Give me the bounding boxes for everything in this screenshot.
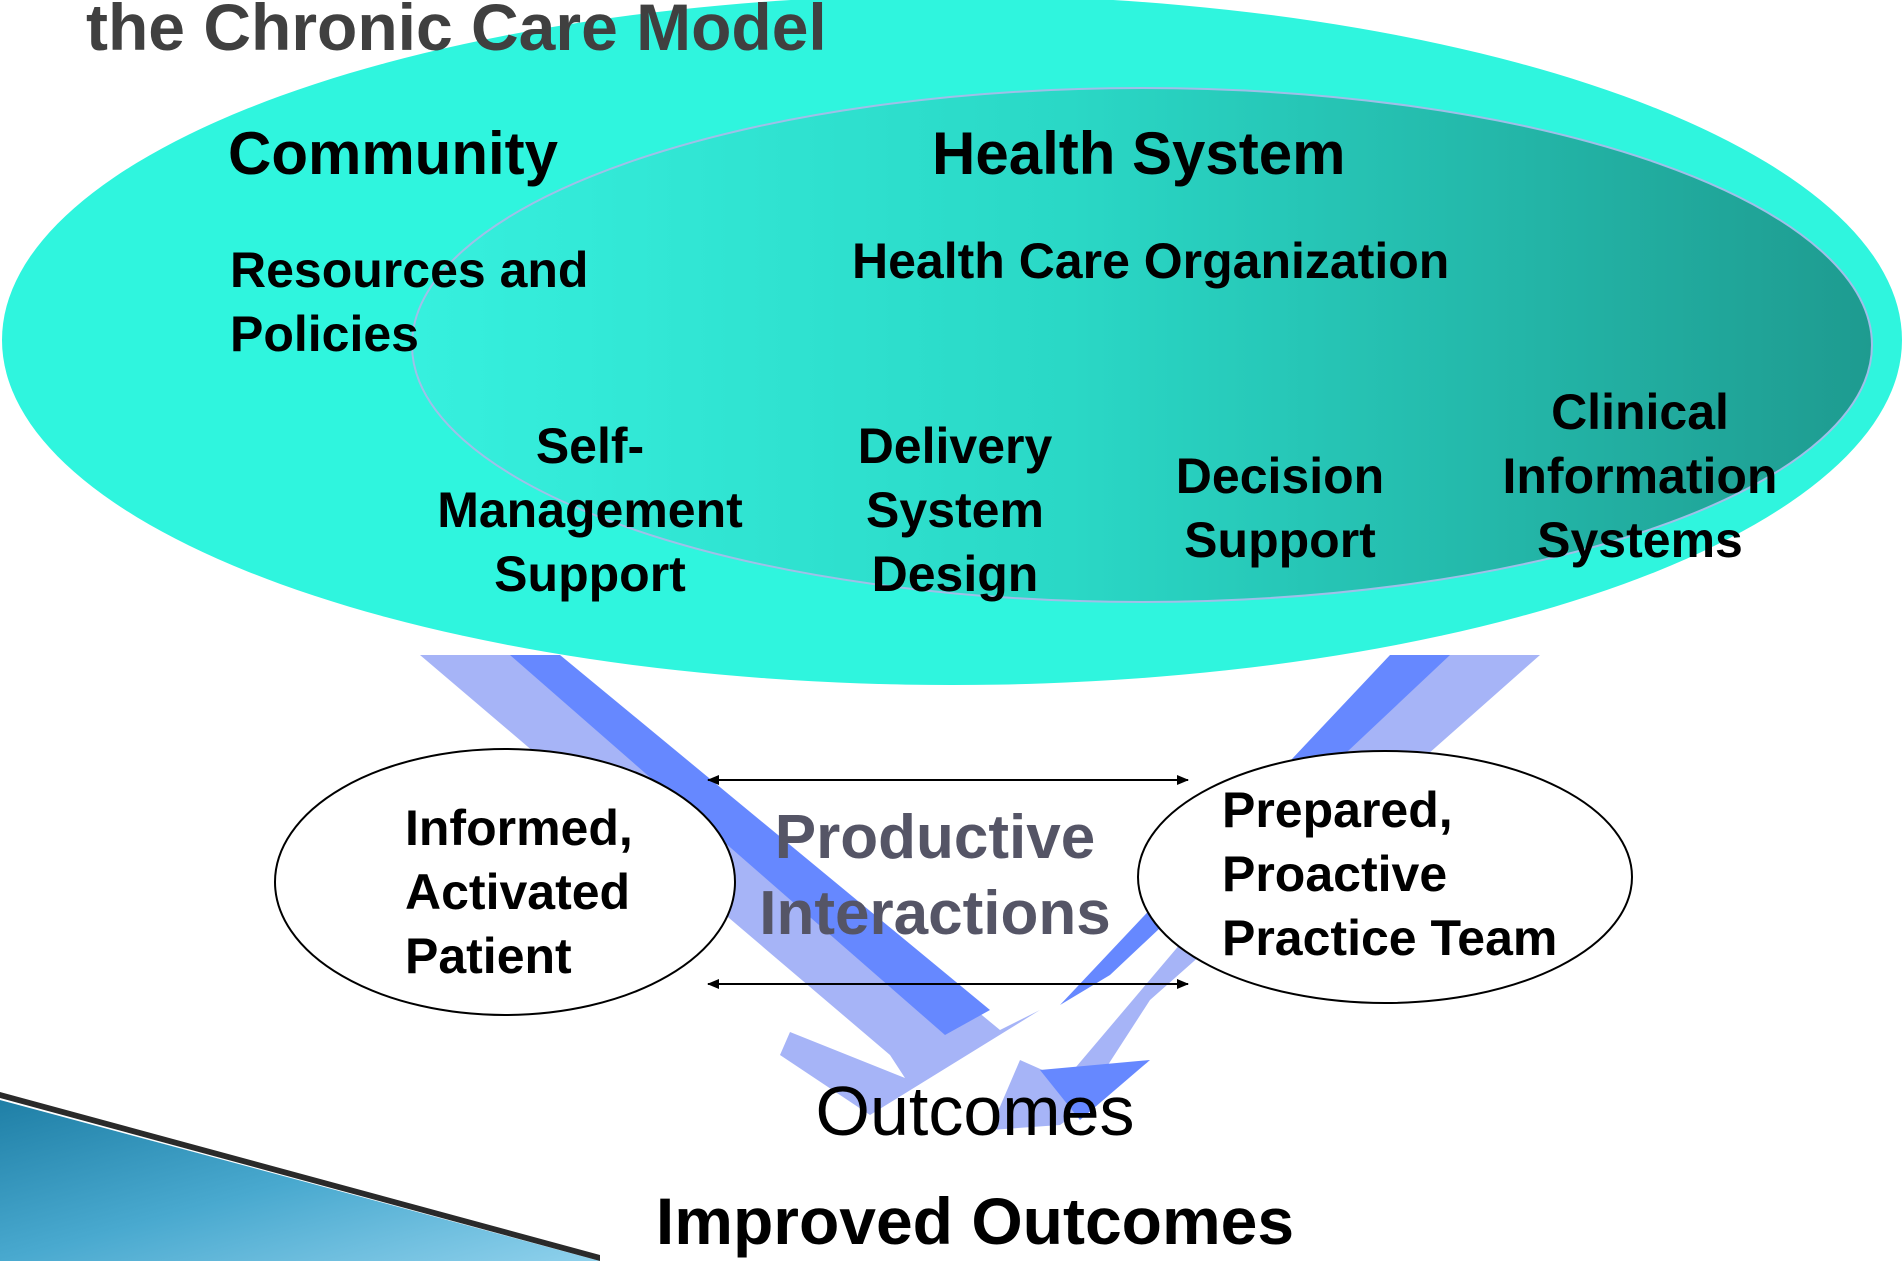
- improved-outcomes-label: Improved Outcomes: [655, 1184, 1295, 1258]
- decision-support-label: Decision Support: [1175, 448, 1385, 568]
- outcomes-label: Outcomes: [815, 1072, 1135, 1150]
- decorative-swoosh: [0, 1092, 600, 1261]
- page-title: the Chronic Care Model: [86, 0, 827, 64]
- productive-interactions-label: Productive Interactions: [759, 803, 1111, 948]
- patient-ellipse: [274, 748, 736, 1016]
- delivery-system-design-label: Delivery System Design: [857, 418, 1053, 602]
- self-management-support-label: Self- Management Support: [437, 418, 743, 602]
- health-care-organization-label: Health Care Organization: [852, 233, 1450, 289]
- team-ellipse: [1137, 750, 1633, 1004]
- clinical-information-systems-label: Clinical Information Systems: [1502, 384, 1778, 568]
- community-heading: Community: [228, 120, 558, 187]
- health-system-heading: Health System: [932, 120, 1346, 187]
- informed-activated-patient-label: Informed, Activated Patient: [405, 800, 633, 984]
- resources-policies-label: Resources and Policies: [230, 242, 589, 362]
- prepared-proactive-team-label: Prepared, Proactive Practice Team: [1222, 782, 1558, 966]
- health-system-ellipse: [411, 87, 1873, 603]
